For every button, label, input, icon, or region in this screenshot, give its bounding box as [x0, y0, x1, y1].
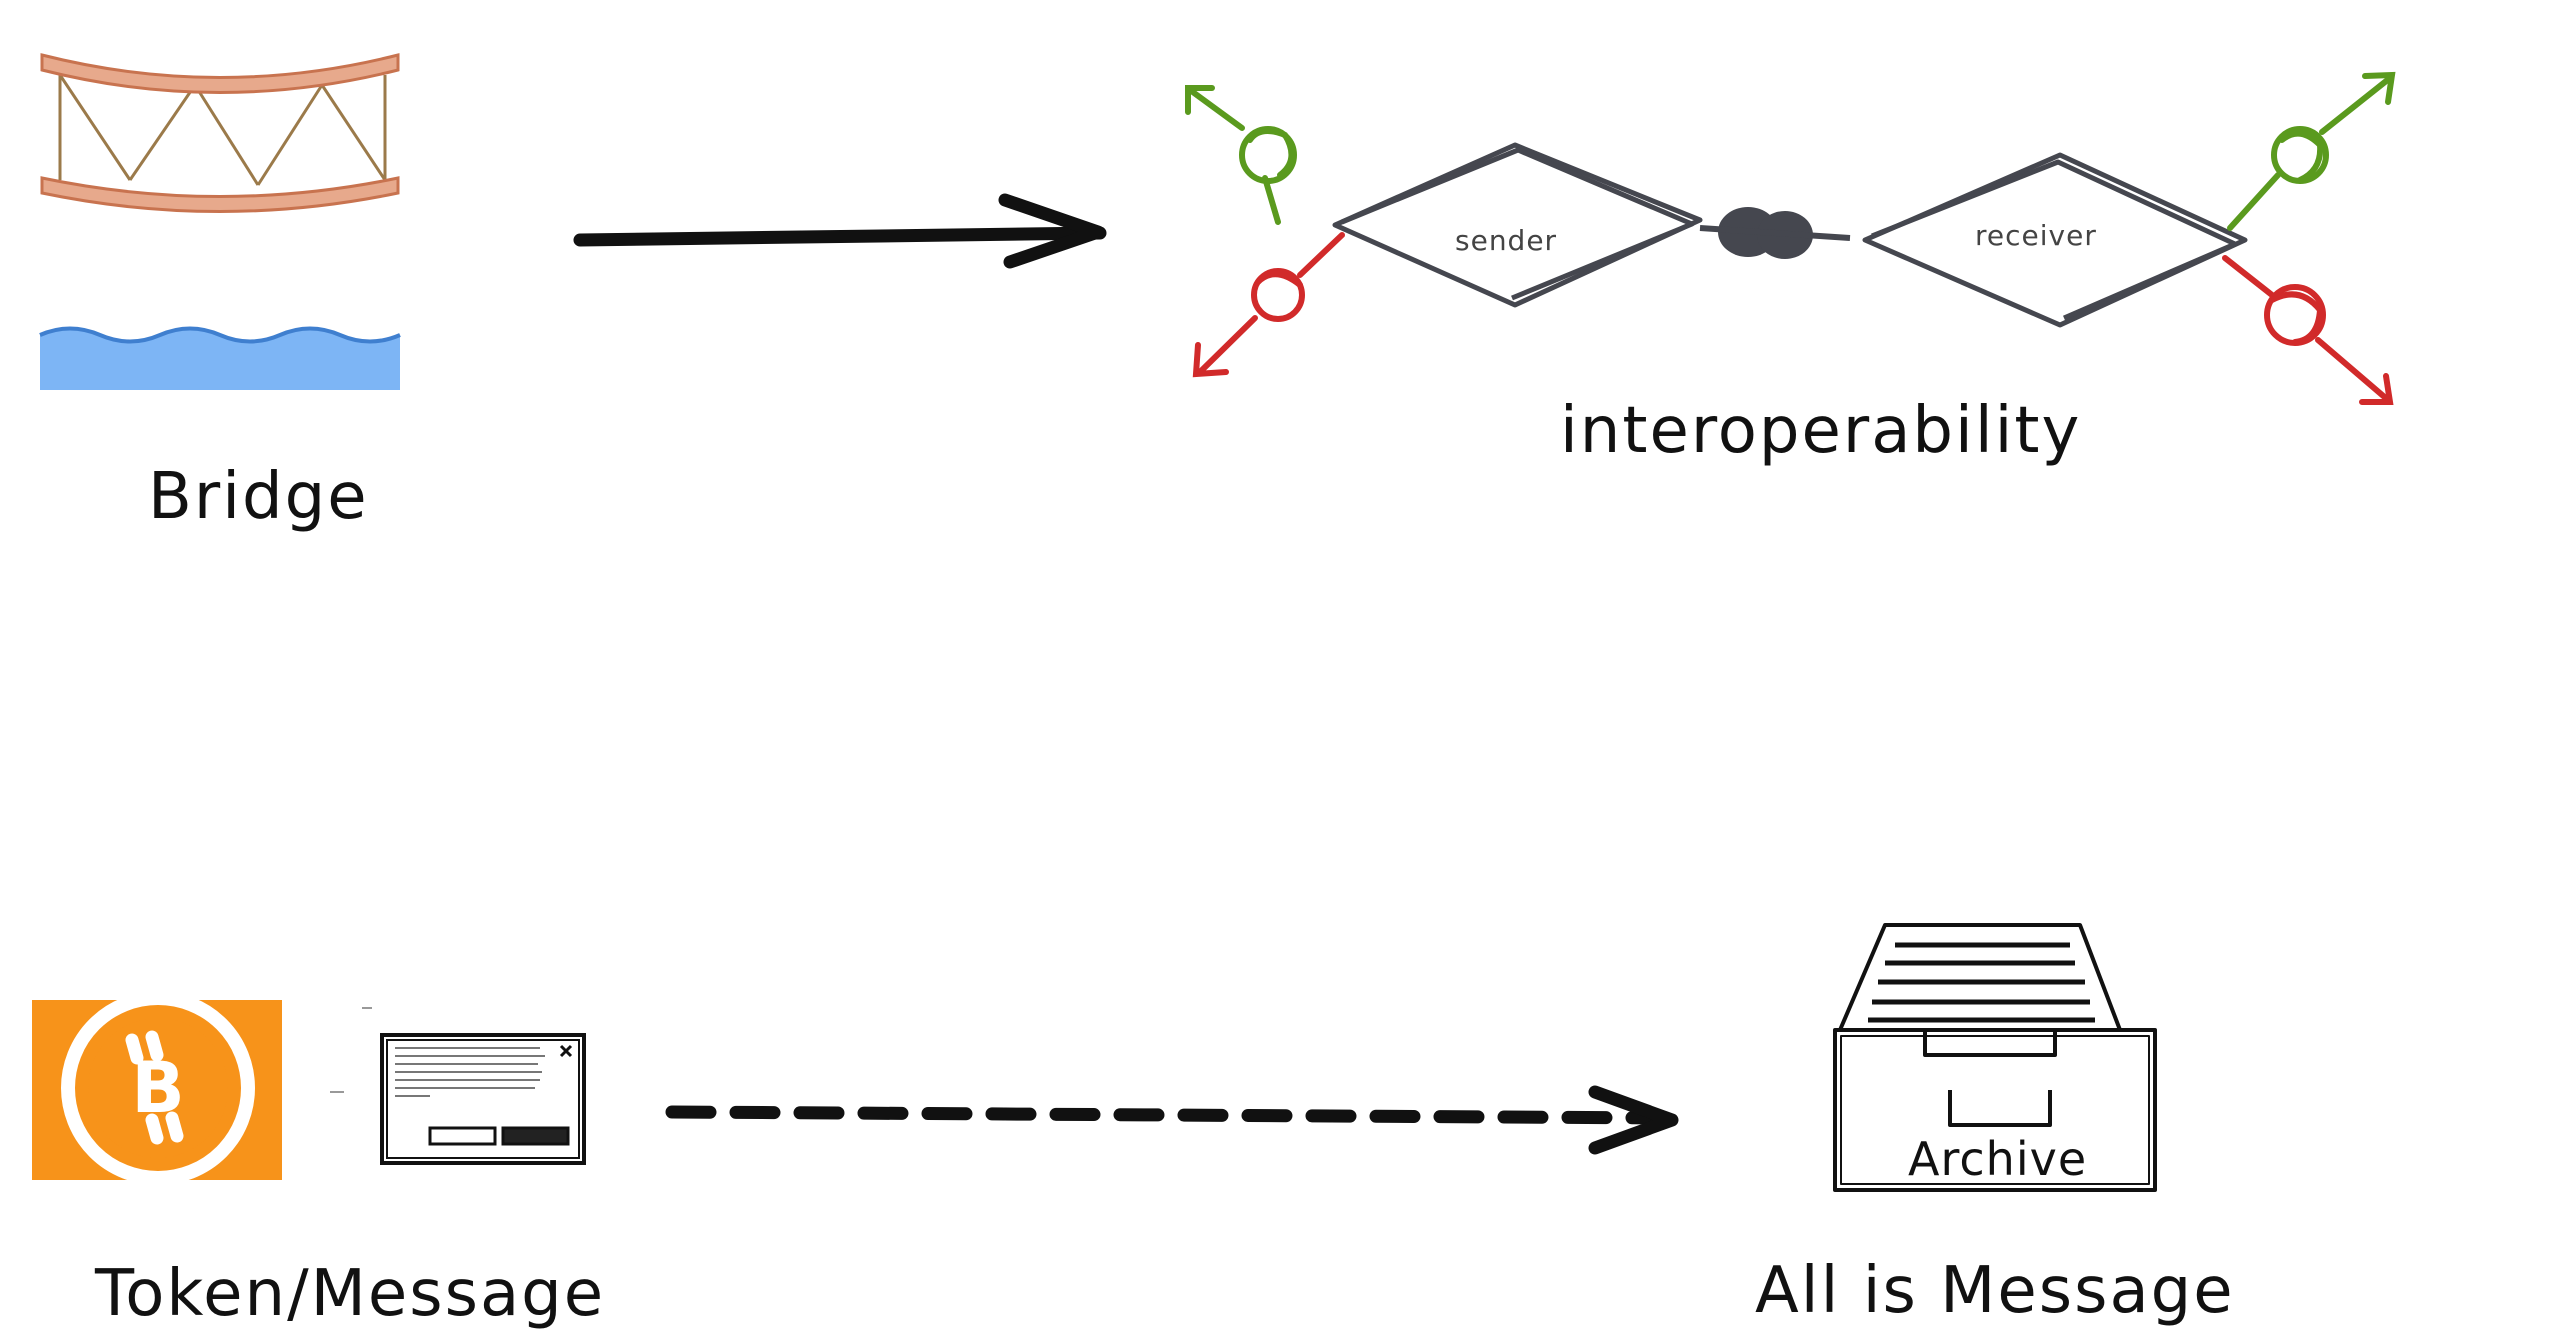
receiver-label: receiver — [1975, 219, 2097, 252]
bridge-top-chord — [40, 53, 400, 94]
message-dialog-icon — [330, 1007, 586, 1165]
sender-red-arrow — [1192, 232, 1345, 378]
receiver-green-arrow — [2227, 71, 2396, 231]
interoperability-label: interoperability — [1560, 394, 2081, 468]
svg-text:B: B — [131, 1047, 184, 1129]
archive-label: Archive — [1908, 1132, 2087, 1186]
receiver-red-arrow — [2222, 255, 2394, 405]
bridge-icon — [39, 53, 401, 390]
connector-blob — [1699, 207, 1851, 259]
sender-node — [1332, 142, 1703, 308]
water — [40, 328, 400, 390]
bridge-truss — [58, 70, 387, 186]
receiver-node — [1862, 152, 2248, 328]
solid-arrow — [573, 193, 1107, 269]
token-message-label: Token/Message — [94, 1257, 605, 1331]
sender-green-arrow — [1185, 85, 1297, 225]
bridge-label: Bridge — [148, 460, 369, 534]
sender-label: sender — [1455, 224, 1557, 257]
bitcoin-token-icon: B — [32, 991, 282, 1185]
all-is-message-label: All is Message — [1755, 1254, 2235, 1328]
dashed-arrow — [665, 1085, 1679, 1155]
interoperability-diagram: sender receiver — [1185, 71, 2396, 405]
archive-drawer-icon — [1833, 923, 2157, 1192]
water-line — [39, 326, 401, 344]
bridge-bottom-chord — [40, 176, 400, 213]
